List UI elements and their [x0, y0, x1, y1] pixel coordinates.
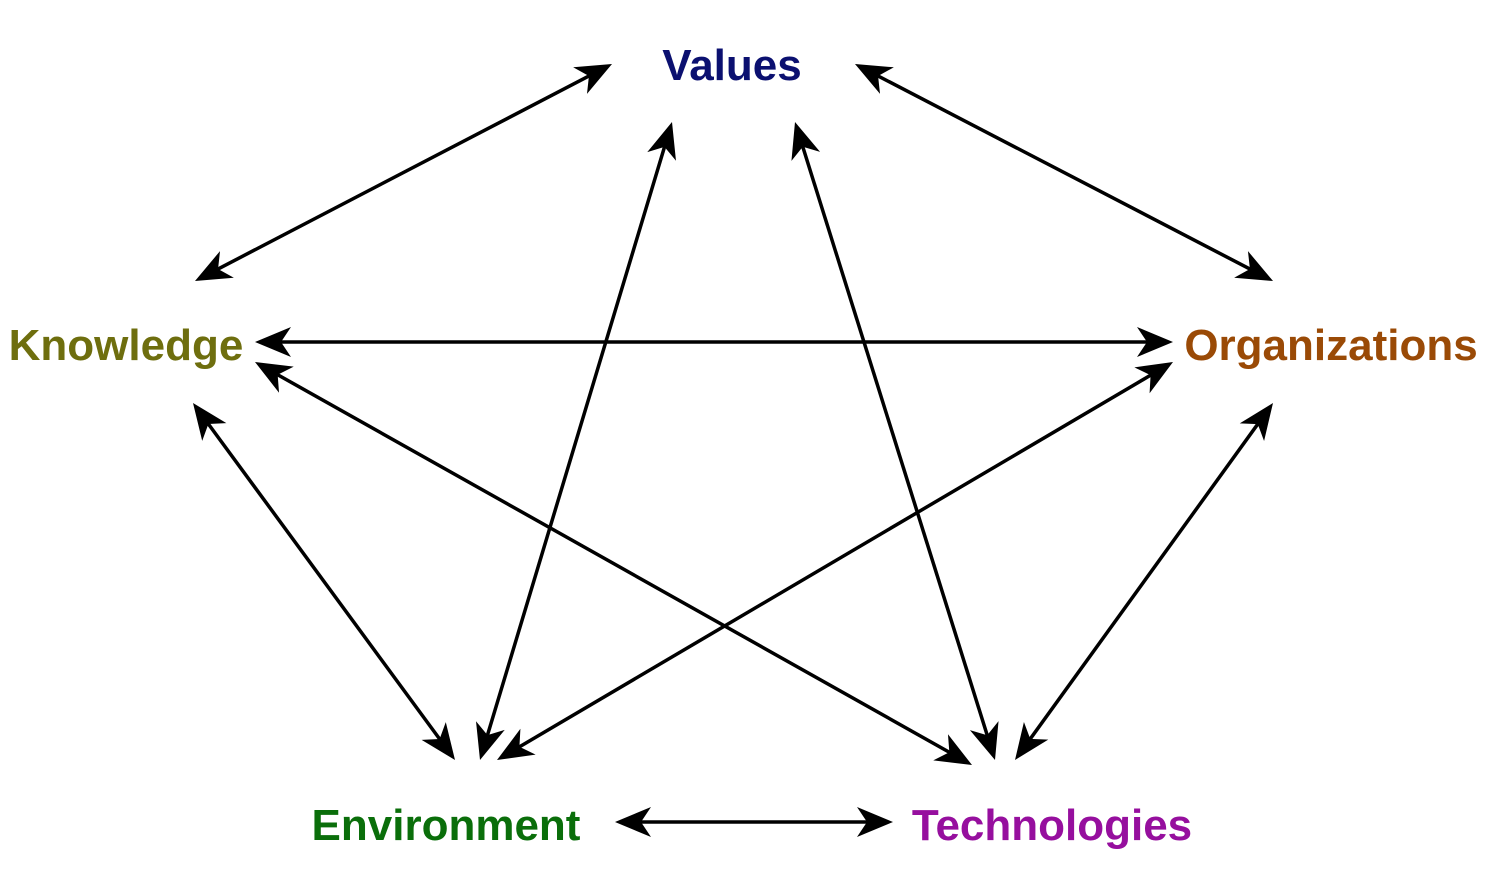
arrowhead-values	[573, 64, 612, 94]
arrowhead-technologies	[969, 721, 999, 760]
arrowhead-organizations	[1137, 327, 1173, 357]
edge-organizations-technologies	[1015, 403, 1273, 760]
arrowhead-organizations	[1234, 251, 1273, 281]
edge-line	[275, 372, 952, 755]
arrowhead-organizations	[1134, 362, 1173, 394]
node-technologies: Technologies	[912, 801, 1192, 850]
edge-knowledge-technologies	[255, 362, 972, 765]
arrowhead-environment	[421, 722, 455, 760]
edge-values-environment	[476, 122, 676, 760]
edge-line	[516, 372, 1154, 750]
node-knowledge: Knowledge	[9, 321, 244, 370]
edge-values-knowledge	[195, 64, 612, 281]
arrowhead-knowledge	[195, 251, 234, 281]
arrowhead-values	[855, 64, 894, 94]
arrowhead-knowledge	[255, 327, 291, 357]
edge-environment-technologies	[615, 807, 893, 837]
arrowhead-knowledge	[255, 362, 294, 393]
arrowhead-technologies	[933, 734, 972, 765]
edge-line	[485, 144, 667, 738]
edge-values-technologies	[791, 122, 999, 760]
edge-layer	[193, 64, 1273, 837]
arrowhead-organizations	[1239, 403, 1273, 441]
edge-line	[1027, 421, 1261, 742]
edge-knowledge-environment	[193, 403, 455, 760]
edge-knowledge-organizations	[255, 327, 1173, 357]
edge-line	[205, 421, 443, 742]
edge-organizations-environment	[497, 362, 1173, 760]
arrowhead-technologies	[1015, 722, 1049, 760]
arrowhead-technologies	[857, 807, 893, 837]
arrowhead-knowledge	[193, 403, 227, 441]
arrowhead-values	[791, 122, 821, 161]
arrowhead-environment	[615, 807, 651, 837]
node-organizations: Organizations	[1184, 321, 1477, 370]
node-layer: Values Knowledge Organizations Environme…	[9, 41, 1478, 850]
edge-line	[800, 144, 990, 738]
arrowhead-values	[647, 122, 676, 161]
edge-line	[215, 73, 592, 272]
edge-values-organizations	[855, 64, 1273, 281]
arrowhead-environment	[476, 721, 505, 760]
node-environment: Environment	[312, 801, 581, 850]
node-values: Values	[662, 41, 801, 90]
edge-line	[875, 73, 1253, 272]
arrowhead-environment	[497, 728, 536, 760]
